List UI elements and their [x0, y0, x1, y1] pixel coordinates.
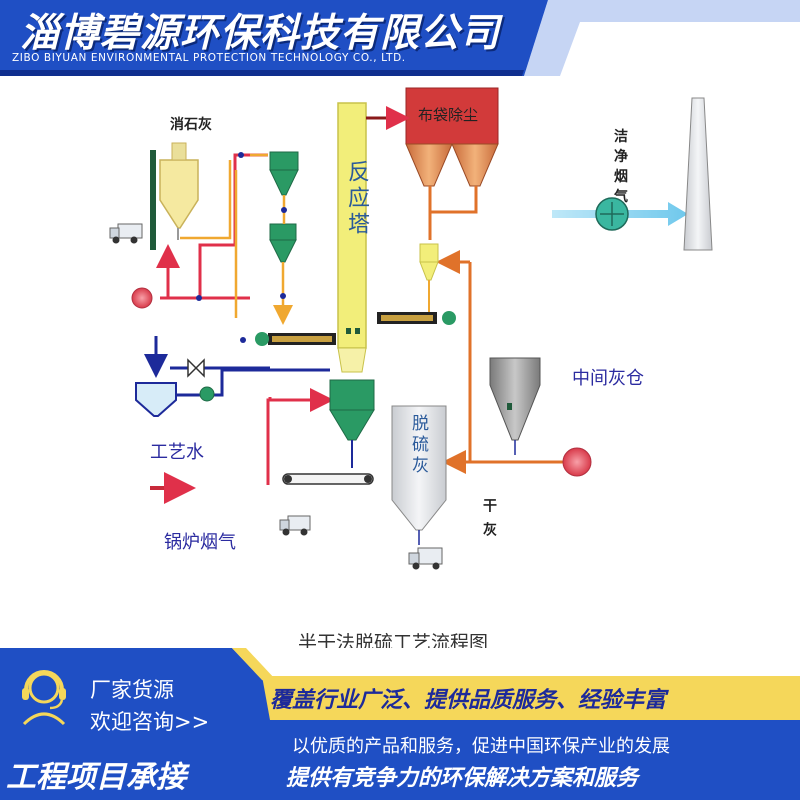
company-subtitle: ZIBO BIYUAN ENVIRONMENTAL PROTECTION TEC… [12, 52, 406, 64]
ash-return-pipes [428, 186, 565, 474]
reactor-label: 反应塔 [344, 160, 369, 238]
truck-icon-conveyor [279, 515, 311, 536]
bag-filter [405, 87, 499, 187]
chimney-stack [683, 97, 713, 251]
green-hopper-bottom [269, 223, 297, 263]
cyclone-separator [329, 379, 375, 468]
process-water-pipes [144, 336, 330, 397]
footer-banner: 厂家货源 欢迎咨询>> 工程项目承接 覆盖行业广泛、提供品质服务、经验丰富 以优… [0, 648, 800, 800]
clean-gas-label: 洁净烟气 [614, 129, 636, 205]
reactor-tower [337, 102, 367, 373]
slogan3: 提供有竞争力的环保解决方案和服务 [286, 766, 639, 791]
contact-line2: 欢迎咨询>> [90, 710, 210, 734]
company-title: 淄博碧源环保科技有限公司 [20, 11, 501, 56]
lime-silo [150, 142, 199, 250]
project-label: 工程项目承接 [6, 760, 186, 795]
truck-icon [109, 223, 143, 244]
dry-ash-label: 干灰 [481, 498, 497, 546]
header-band: 淄博碧源环保科技有限公司 ZIBO BIYUAN ENVIRONMENTAL P… [0, 0, 800, 76]
slogan1: 覆盖行业广泛、提供品质服务、经验丰富 [270, 688, 667, 713]
clean-gas-outlet [552, 197, 688, 231]
contact-line1: 厂家货源 [90, 678, 174, 702]
water-tank [135, 382, 177, 417]
fan-icon [131, 287, 153, 309]
screw-conveyor-right [377, 311, 456, 325]
ash-fan-icon [562, 447, 592, 477]
desulf-ash-label: 脱硫灰 [408, 414, 428, 477]
slogan2: 以优质的产品和服务，促进中国环保产业的发展 [292, 736, 670, 757]
bag-filter-label: 布袋除尘 [418, 106, 479, 124]
truck-icon-ash [408, 547, 443, 570]
belt-conveyor [282, 473, 374, 485]
valve-icon [187, 358, 205, 378]
footer-background [0, 648, 800, 800]
header-background [0, 0, 800, 76]
lime-label: 消石灰 [170, 117, 212, 133]
green-hopper-top [269, 151, 299, 196]
ash-hopper-small [419, 243, 439, 312]
ash-bin-label: 中间灰仓 [572, 368, 644, 389]
desulf-ash-silo [391, 405, 447, 545]
sorbent-feed-lines [180, 153, 293, 325]
boiler-gas-label: 锅炉烟气 [164, 532, 236, 553]
headset-agent-icon [22, 670, 66, 726]
pump-icon [199, 386, 215, 402]
process-water-label: 工艺水 [150, 442, 204, 463]
intermediate-ash-bin [489, 357, 541, 455]
screw-conveyor-left [255, 332, 336, 346]
